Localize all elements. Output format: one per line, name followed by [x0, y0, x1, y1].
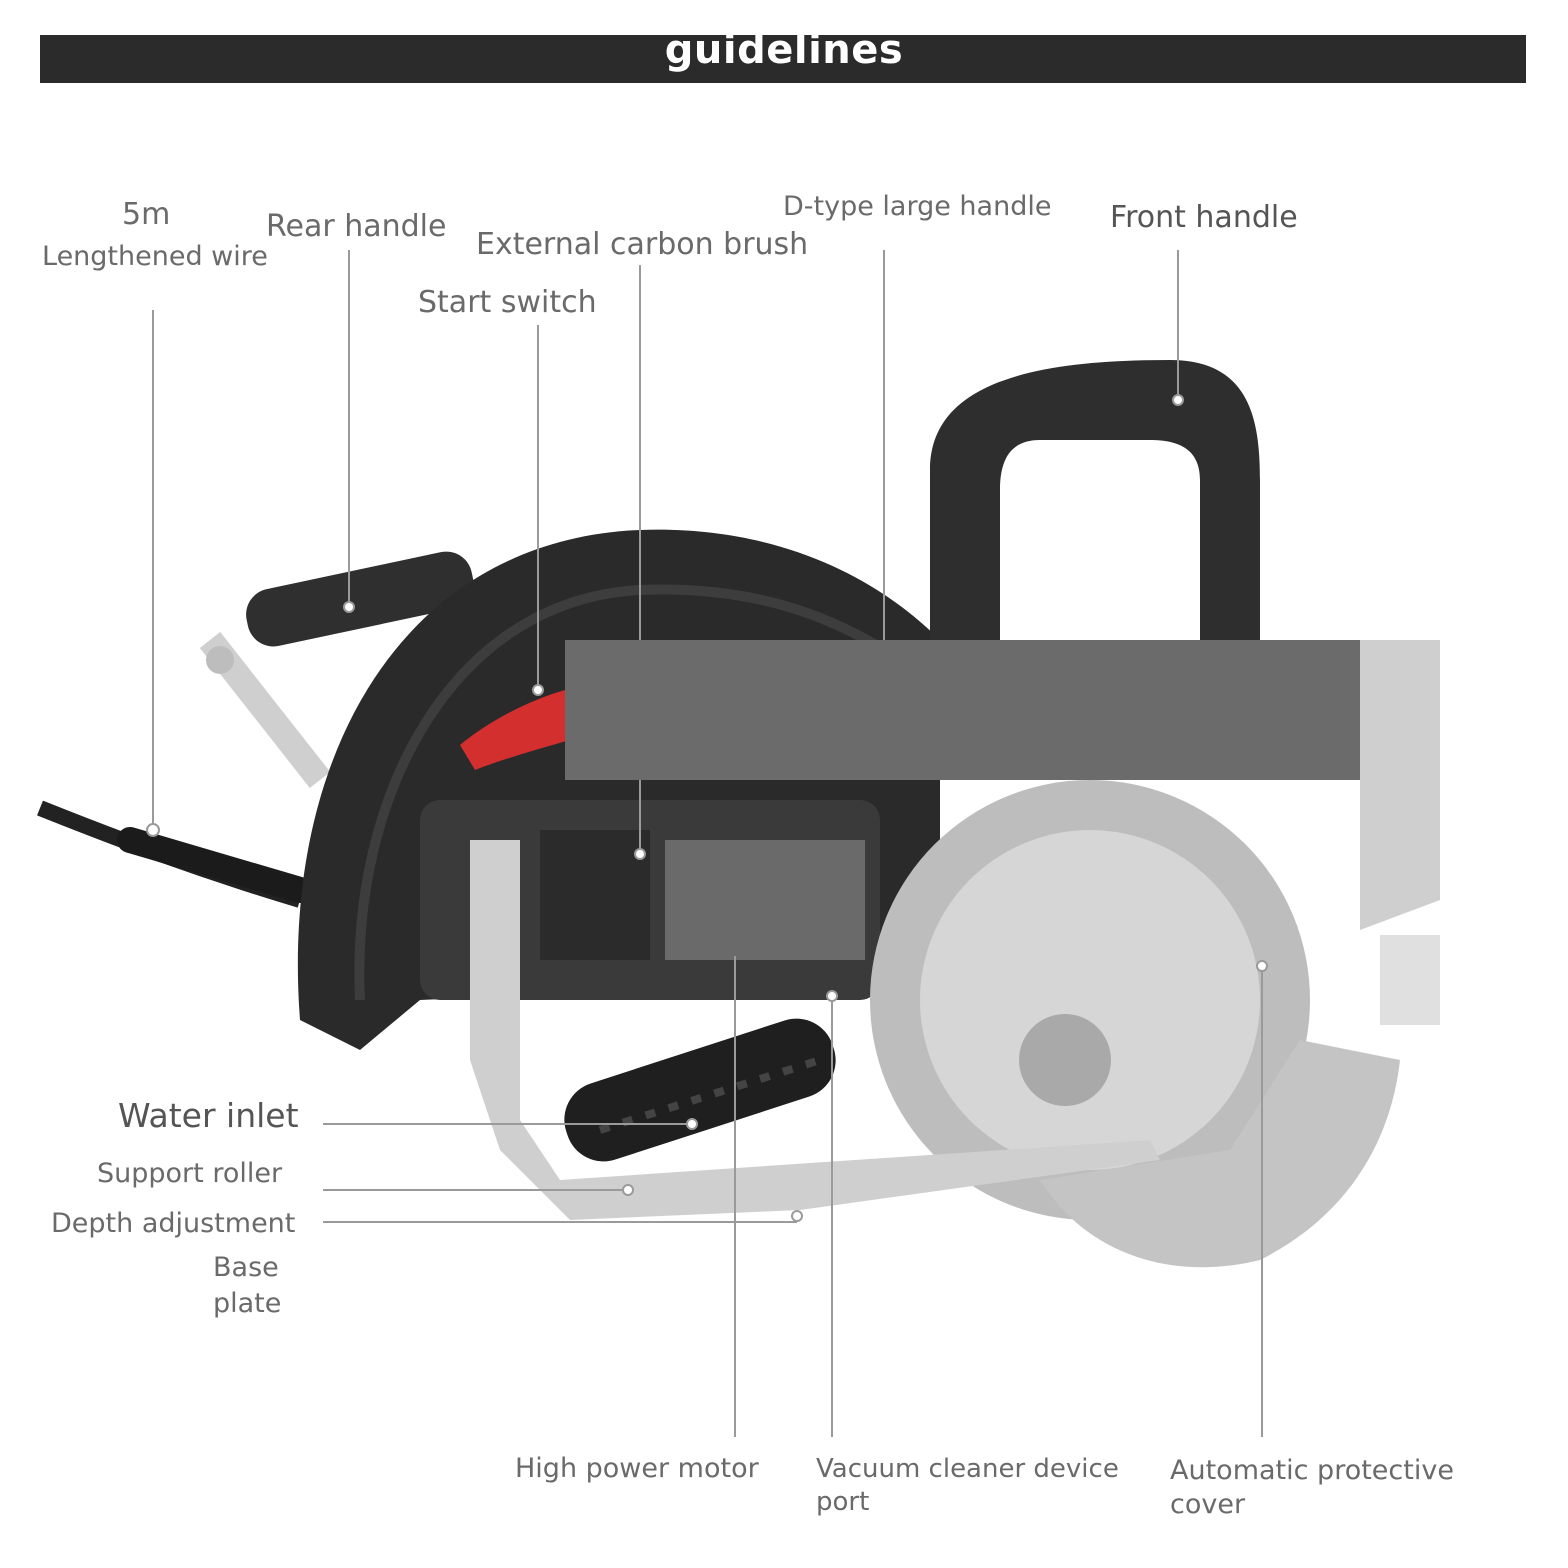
- redaction-block: [565, 640, 1377, 780]
- page-title: guidelines: [664, 27, 904, 73]
- diamond-blade: [1040, 1040, 1400, 1268]
- label-wire: Lengthened wire: [42, 241, 268, 272]
- label-cover-1: Automatic protective: [1170, 1455, 1454, 1486]
- label-wire-length: 5m: [122, 197, 171, 232]
- label-front-handle: Front handle: [1110, 200, 1298, 235]
- d-handle-shape: [930, 360, 1260, 640]
- label-base-plate-1: Base: [213, 1252, 279, 1283]
- label-support-roller: Support roller: [97, 1158, 283, 1189]
- label-depth-adjustment: Depth adjustment: [51, 1208, 296, 1239]
- label-motor: High power motor: [515, 1453, 759, 1484]
- base-plate-shape: [470, 840, 1160, 1220]
- label-carbon-brush: External carbon brush: [476, 227, 809, 262]
- label-rear-handle: Rear handle: [266, 209, 447, 244]
- label-water-inlet: Water inlet: [118, 1096, 299, 1135]
- header-bar: [40, 35, 1526, 83]
- support-roller-shape: [564, 1018, 836, 1162]
- start-switch-shape: [460, 690, 570, 770]
- label-vacuum-1: Vacuum cleaner device: [816, 1454, 1119, 1484]
- rear-handle-shape: [246, 551, 474, 647]
- label-vacuum-2: port: [816, 1487, 870, 1517]
- label-d-handle: D-type large handle: [783, 191, 1052, 222]
- label-start-switch: Start switch: [418, 285, 597, 320]
- label-base-plate-2: plate: [213, 1288, 282, 1319]
- label-cover-2: cover: [1170, 1489, 1246, 1520]
